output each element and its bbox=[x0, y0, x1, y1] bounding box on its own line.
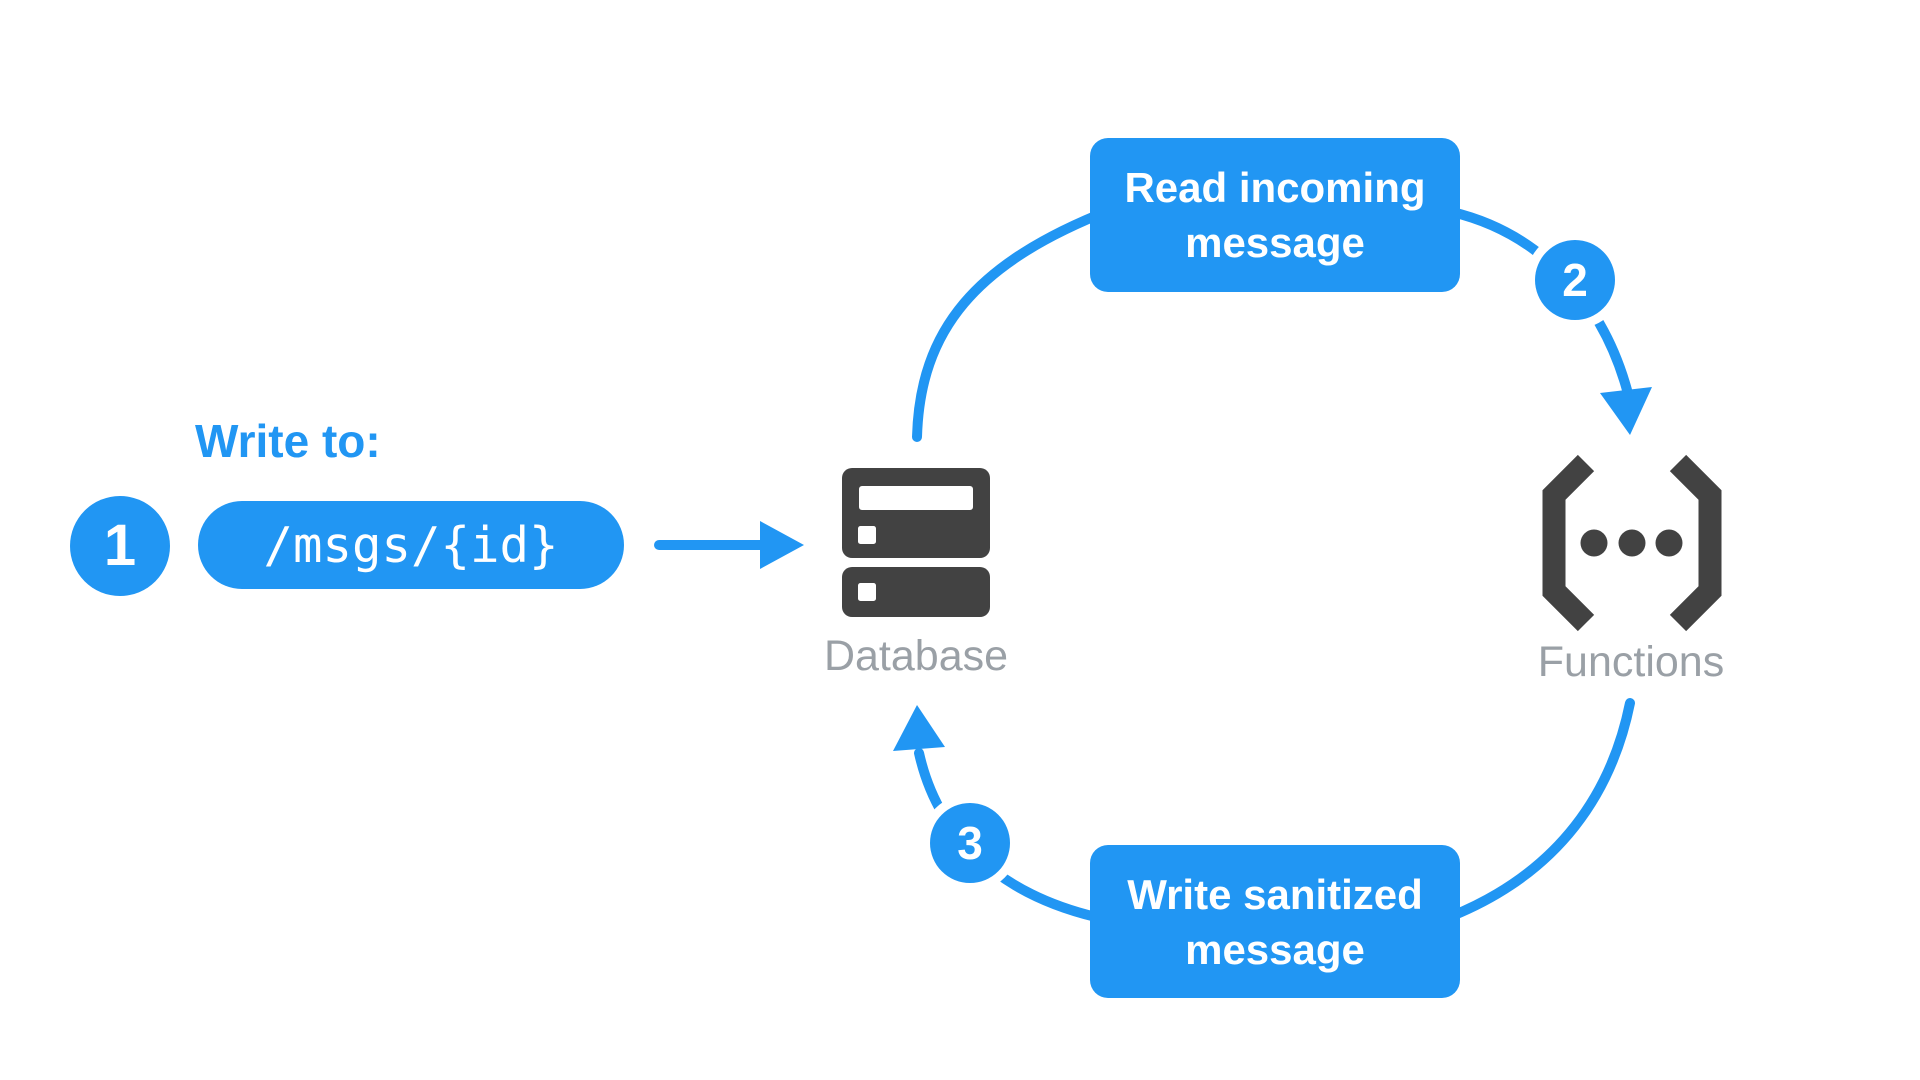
write-to-label: Write to: bbox=[195, 415, 381, 467]
arc-functions-to-write bbox=[1447, 698, 1635, 921]
functions-label: Functions bbox=[1537, 638, 1725, 686]
step-1-badge: 1 bbox=[70, 496, 170, 596]
database-icon bbox=[842, 468, 990, 617]
read-message-box: Read incoming message bbox=[1090, 138, 1460, 292]
step-2-number: 2 bbox=[1562, 254, 1588, 306]
step-1-number: 1 bbox=[103, 513, 137, 578]
write-message-line2: message bbox=[1185, 925, 1365, 973]
functions-arrowhead bbox=[1600, 387, 1652, 435]
step-3-badge: 3 bbox=[930, 803, 1010, 883]
arc-database-to-read bbox=[912, 205, 1115, 442]
write-message-line1: Write sanitized bbox=[1127, 870, 1423, 918]
functions-icon bbox=[1542, 454, 1722, 632]
database-arrowhead bbox=[893, 705, 945, 751]
read-message-line2: message bbox=[1185, 219, 1365, 266]
read-message-line1: Read incoming bbox=[1124, 164, 1426, 211]
write-arrow-arrowhead bbox=[760, 521, 804, 569]
path-pill: /msgs/{id} bbox=[198, 501, 624, 589]
database-label: Database bbox=[823, 632, 1009, 680]
path-pill-text: /msgs/{id} bbox=[263, 516, 559, 574]
step-3-number: 3 bbox=[957, 817, 983, 869]
step-2-badge: 2 bbox=[1535, 240, 1615, 320]
write-message-box: Write sanitized message bbox=[1090, 845, 1460, 998]
